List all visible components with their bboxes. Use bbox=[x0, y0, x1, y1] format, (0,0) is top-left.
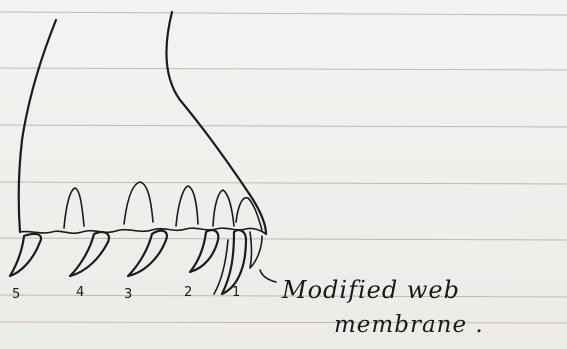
digit-label-3: 3 bbox=[124, 288, 132, 301]
digit-label-1: 1 bbox=[232, 286, 240, 299]
annotation-line-2: membrane . bbox=[334, 312, 484, 338]
claw-1 bbox=[10, 234, 41, 276]
web-bump-1 bbox=[64, 188, 84, 228]
limb-outline-left bbox=[19, 20, 56, 232]
claw-3 bbox=[128, 231, 167, 276]
digit-label-4: 4 bbox=[76, 286, 84, 299]
claw-6 bbox=[250, 232, 262, 268]
leader-line bbox=[260, 270, 276, 282]
web-bump-4 bbox=[213, 190, 234, 226]
web-bump-3 bbox=[176, 186, 198, 226]
digit-label-5: 5 bbox=[12, 288, 20, 301]
annotation-line-1: Modified web bbox=[282, 276, 460, 304]
web-bump-5 bbox=[236, 198, 262, 230]
web-membrane-edge bbox=[20, 228, 266, 234]
digit-label-2: 2 bbox=[184, 286, 192, 299]
web-bump-2 bbox=[124, 182, 153, 224]
claw-4 bbox=[190, 230, 218, 272]
